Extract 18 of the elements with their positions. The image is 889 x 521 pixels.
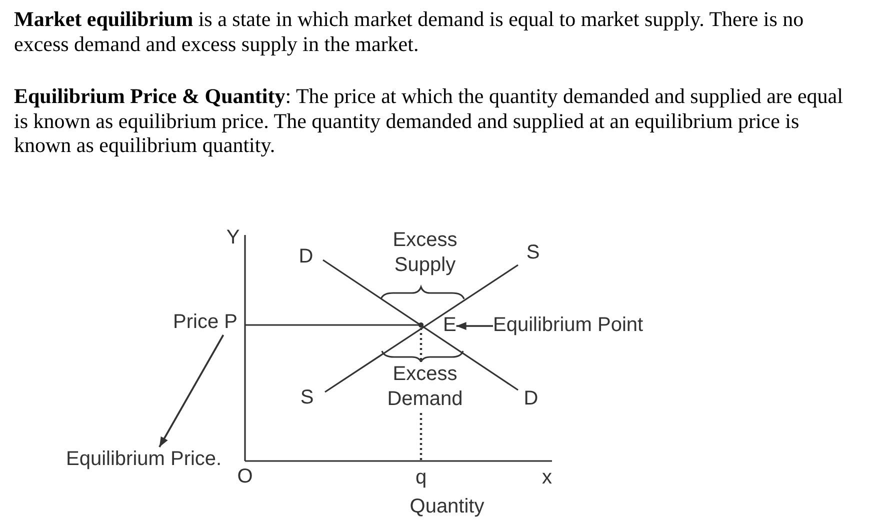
arrow xyxy=(158,334,224,448)
region-label: Excess Supply xyxy=(392,228,458,278)
arrow xyxy=(456,322,493,330)
definition-paragraph: Equilibrium Price & Quantity: The price at which the quantity demanded and supplied are equal is known as equilibrium price. The quantity demanded and supplied at an equilibrium price is known as equilibrium quantity. xyxy=(14,84,844,158)
axis-label: Y xyxy=(226,226,240,250)
axis-title: Quantity xyxy=(410,494,484,520)
annotation-text: Equilibrium Point xyxy=(493,313,644,338)
origin-label: O xyxy=(237,464,253,490)
curve-label: S xyxy=(526,240,540,266)
annotation-text: Price P xyxy=(173,310,238,335)
curve-label: D xyxy=(298,244,314,270)
curve-label: S xyxy=(300,386,314,410)
point-label: E xyxy=(443,313,456,338)
axis-label: x xyxy=(542,466,552,490)
definition-paragraph: Market equilibrium is a state in which market demand is equal to market supply. There is no excess demand and excess supply in the market. xyxy=(14,7,805,56)
annotation-text: Equilibrium Price. xyxy=(66,447,222,472)
curve-label: D xyxy=(524,386,538,412)
axis-tick-label: q xyxy=(415,466,427,490)
